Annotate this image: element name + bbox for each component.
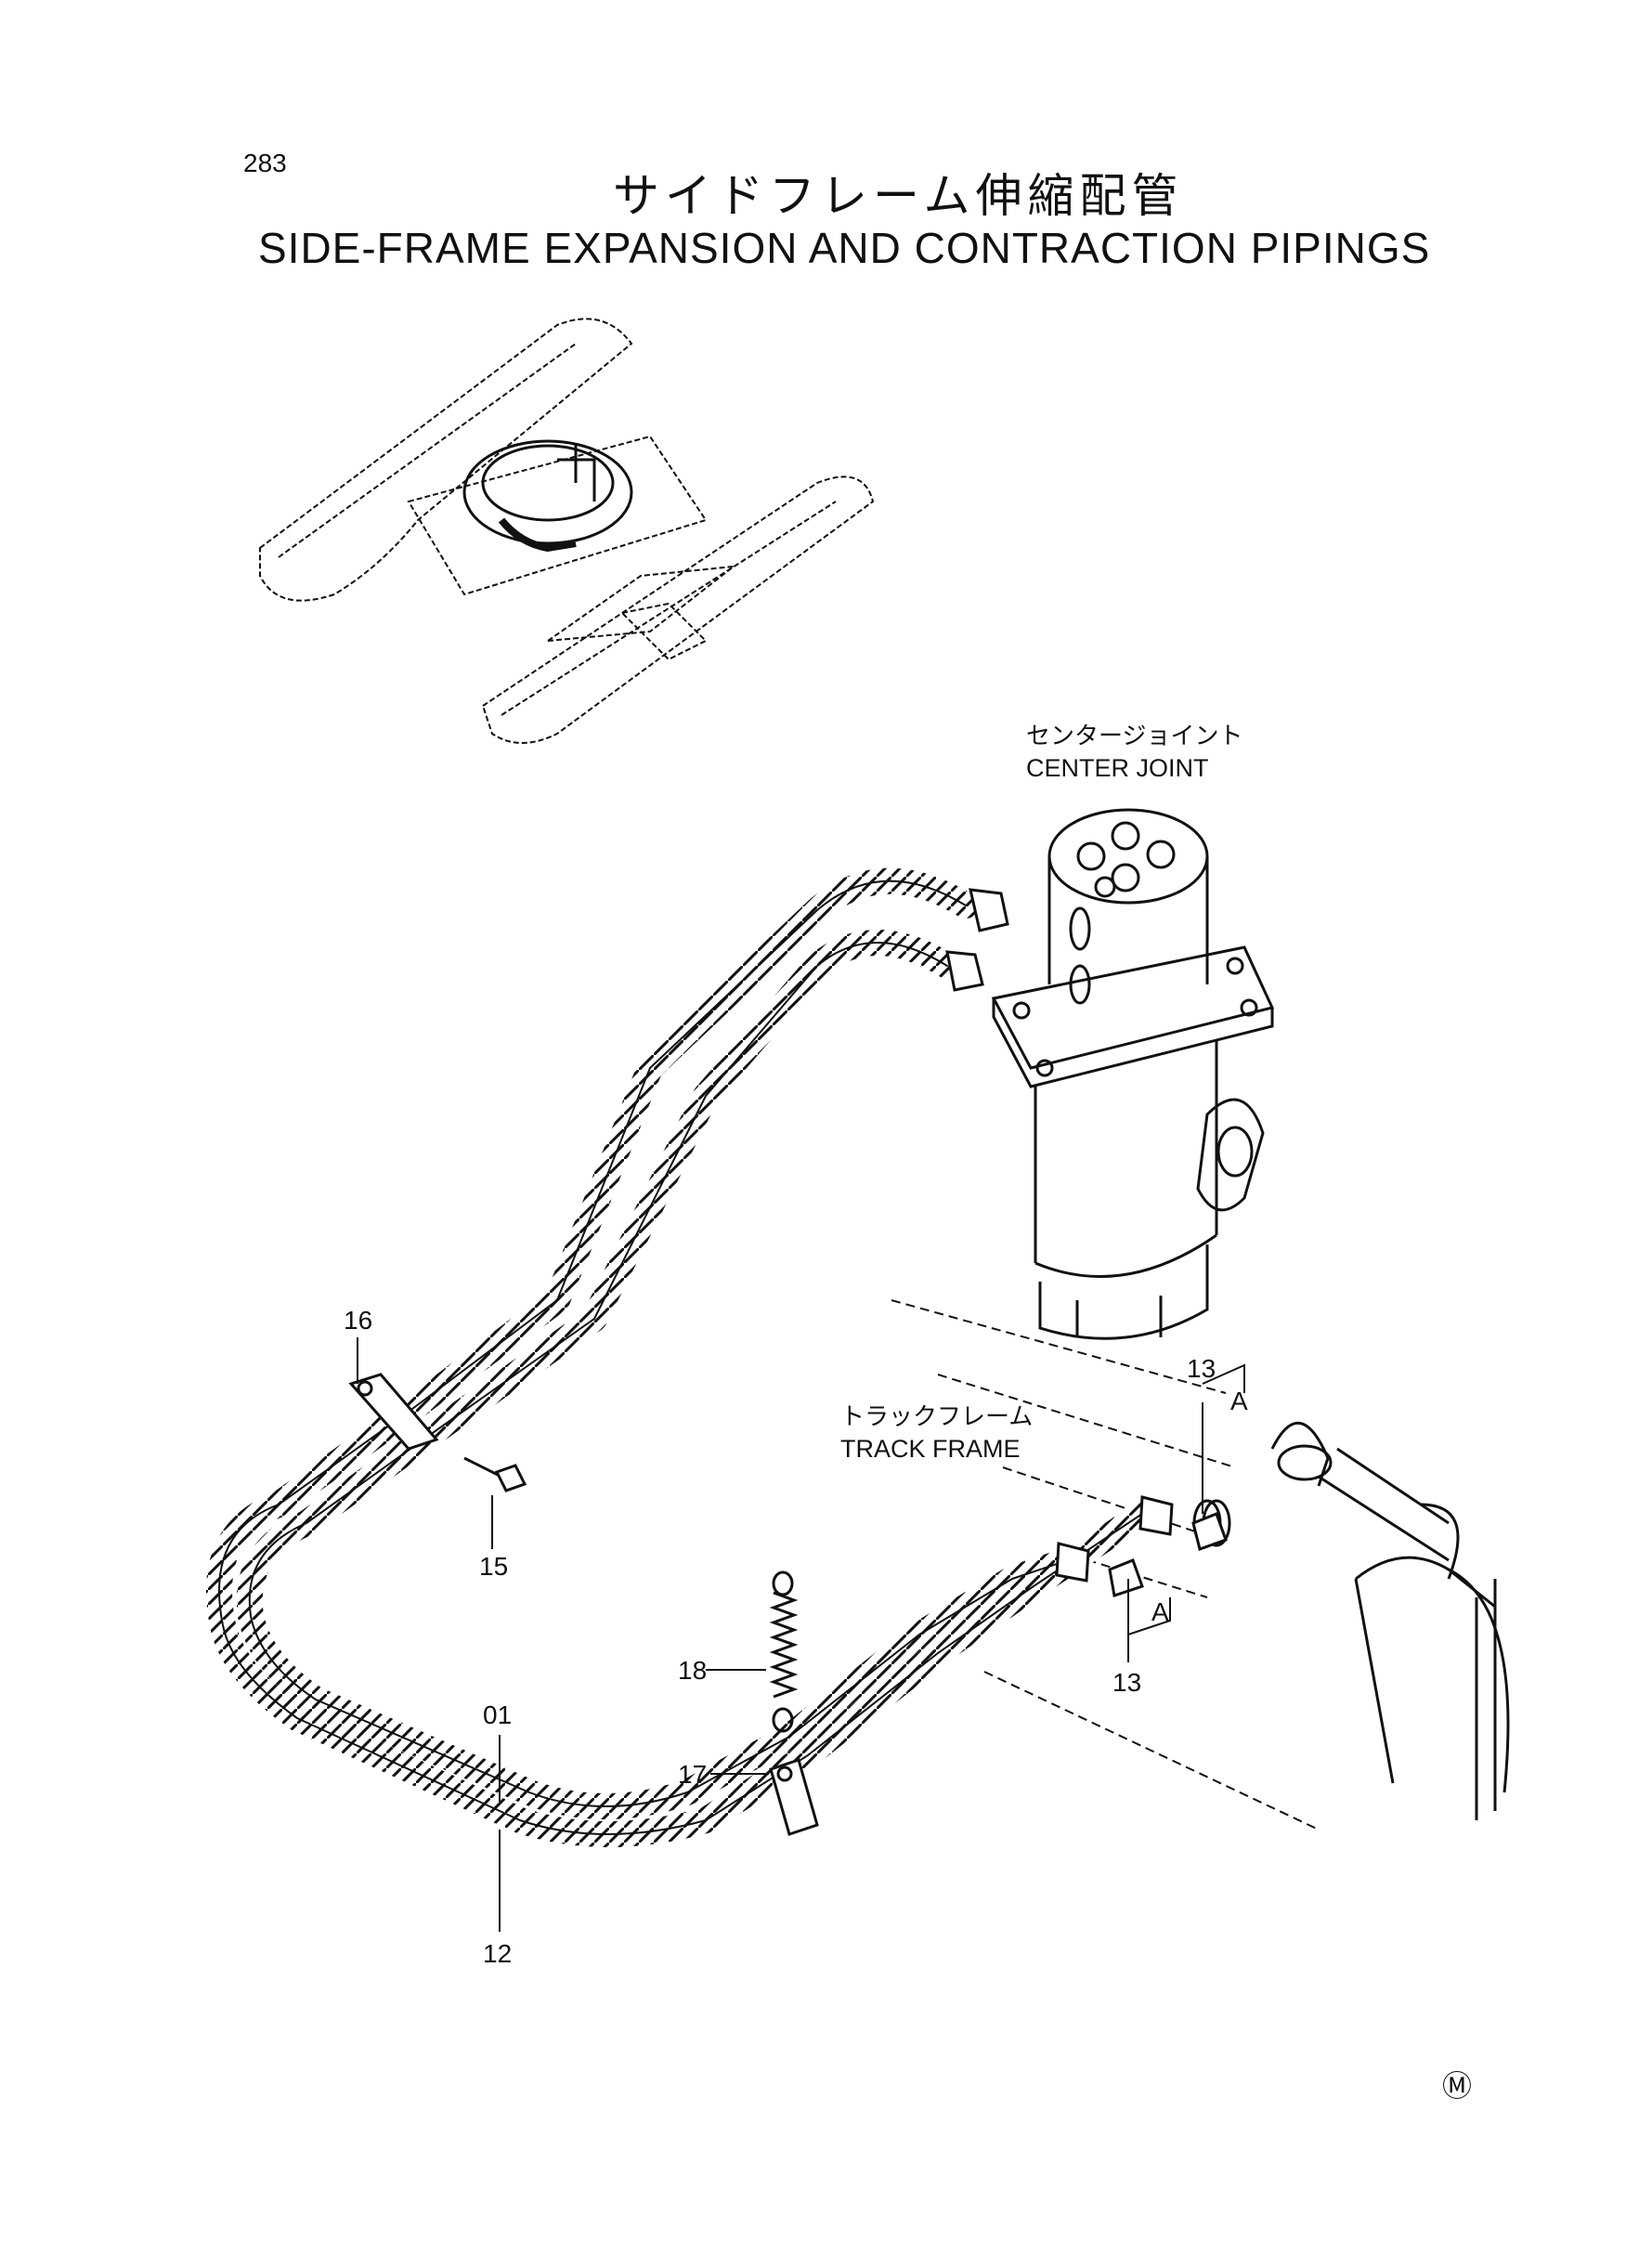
page-number: 283	[243, 149, 287, 177]
spring-18-drawing	[769, 1570, 799, 1733]
hose-assembly	[206, 867, 1155, 1847]
detail-a-top: A	[1230, 1387, 1248, 1415]
cylinder-drawing	[1192, 1421, 1510, 1820]
center-joint-label-en: CENTER JOINT	[1026, 754, 1209, 782]
part-number-16: 16	[344, 1306, 373, 1335]
track-frame-outline	[891, 1299, 1320, 1831]
undercarriage-overview	[259, 318, 875, 744]
hose-fittings	[945, 888, 1228, 1597]
center-joint-label-ja: センタージョイント	[1026, 723, 1243, 750]
title-english: SIDE-FRAME EXPANSION AND CONTRACTION PIP…	[258, 224, 1431, 272]
leader-lines	[357, 1337, 1245, 1932]
track-frame-label-en: TRACK FRAME	[840, 1435, 1021, 1463]
m-mark-symbol: Ⓜ	[1442, 2069, 1473, 2103]
detail-a-bottom: A	[1151, 1597, 1169, 1626]
part-number-13-bottom: 13	[1112, 1668, 1142, 1697]
part-number-18: 18	[678, 1656, 708, 1685]
clamp-16-drawing	[348, 1373, 527, 1492]
part-number-17: 17	[678, 1760, 708, 1789]
clamp-17-drawing	[769, 1758, 819, 1836]
track-frame-label-ja: トラックフレーム	[840, 1403, 1034, 1431]
part-number-12: 12	[483, 1939, 513, 1968]
title-japanese: サイドフレーム伸縮配管	[613, 169, 1184, 223]
part-number-01: 01	[483, 1700, 513, 1729]
center-turntable-overview	[462, 439, 633, 553]
part-number-13-top: 13	[1187, 1354, 1216, 1383]
part-number-15: 15	[479, 1552, 509, 1581]
center-joint-drawing	[991, 808, 1275, 1340]
